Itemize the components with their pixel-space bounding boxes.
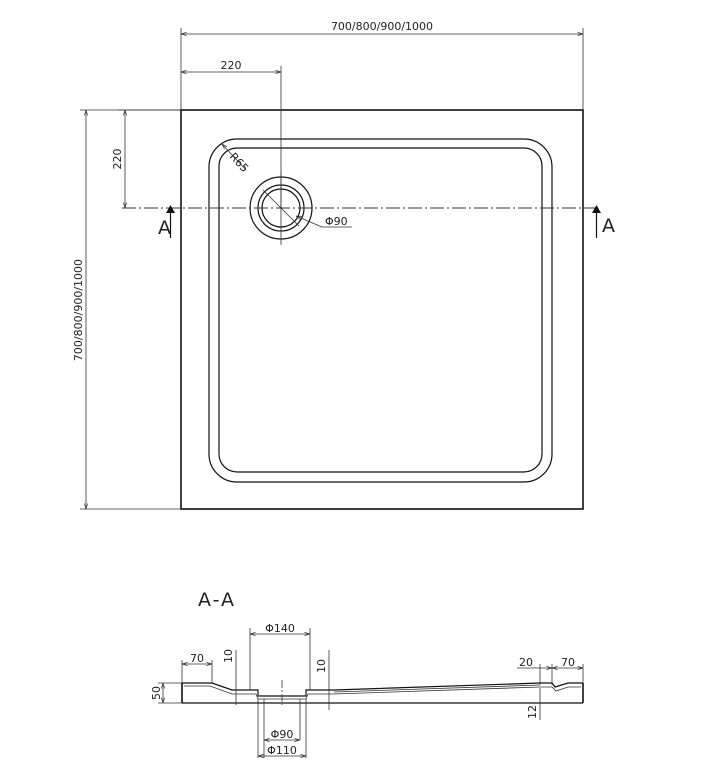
rim-right-label: 70 xyxy=(561,656,575,669)
dim-height: 50 xyxy=(150,682,182,704)
dim-step-right: 10 xyxy=(315,650,330,710)
basin-inner-edge xyxy=(218,147,543,473)
dim-step-left: 10 xyxy=(222,649,237,705)
overall-width-label: 700/800/900/1000 xyxy=(331,20,433,33)
dim-drain-offset-y: 220 xyxy=(111,109,181,208)
dim-overall-length: 700/800/900/1000 xyxy=(72,109,181,510)
height-label: 50 xyxy=(150,686,163,700)
section-marker-right-label: A xyxy=(602,215,615,237)
drain-offset-y-label: 220 xyxy=(111,149,124,170)
dim-lip-right: 20 xyxy=(517,656,553,685)
section-marker-left: A xyxy=(158,205,175,239)
step-left-label: 10 xyxy=(222,649,235,663)
basin-outer-edge xyxy=(208,138,553,483)
dim-rim-left: 70 xyxy=(181,652,213,683)
step-right-label: 10 xyxy=(315,659,328,673)
plan-view: A A 700/800/900/1000 220 220 xyxy=(72,20,615,510)
drain-diameter-label: Φ90 xyxy=(325,215,348,228)
overall-length-label: 700/800/900/1000 xyxy=(72,259,85,361)
drain-offset-x-label: 220 xyxy=(221,59,242,72)
section-title: A-A xyxy=(198,589,236,611)
dim-drain-offset-x: 220 xyxy=(181,59,282,208)
section-profile xyxy=(181,680,584,705)
section-view: A-A Φ140 70 10 xyxy=(150,589,584,758)
rim-left-label: 70 xyxy=(190,652,204,665)
dim-overall-width: 700/800/900/1000 xyxy=(180,20,584,110)
bottom-inner-diameter-label: Φ90 xyxy=(271,728,294,741)
dim-rim-right: 70 xyxy=(552,656,584,683)
corner-radius-label: R65 xyxy=(227,150,251,175)
dim-bottom-outer-diameter: Φ110 xyxy=(257,699,307,758)
top-diameter-label: Φ140 xyxy=(265,622,295,635)
bottom-outer-diameter-label: Φ110 xyxy=(267,744,297,757)
dim-thickness-right: 12 xyxy=(526,688,541,720)
tray-outline xyxy=(180,109,584,510)
lip-right-label: 20 xyxy=(519,656,533,669)
thickness-right-label: 12 xyxy=(526,705,539,719)
dim-corner-radius: R65 xyxy=(222,144,251,175)
dim-drain-diameter: Φ90 xyxy=(296,215,352,228)
section-marker-right: A xyxy=(592,205,615,238)
dim-top-diameter: Φ140 xyxy=(249,622,311,690)
section-marker-left-label: A xyxy=(158,217,171,239)
dim-bottom-inner-diameter: Φ90 xyxy=(263,699,301,758)
